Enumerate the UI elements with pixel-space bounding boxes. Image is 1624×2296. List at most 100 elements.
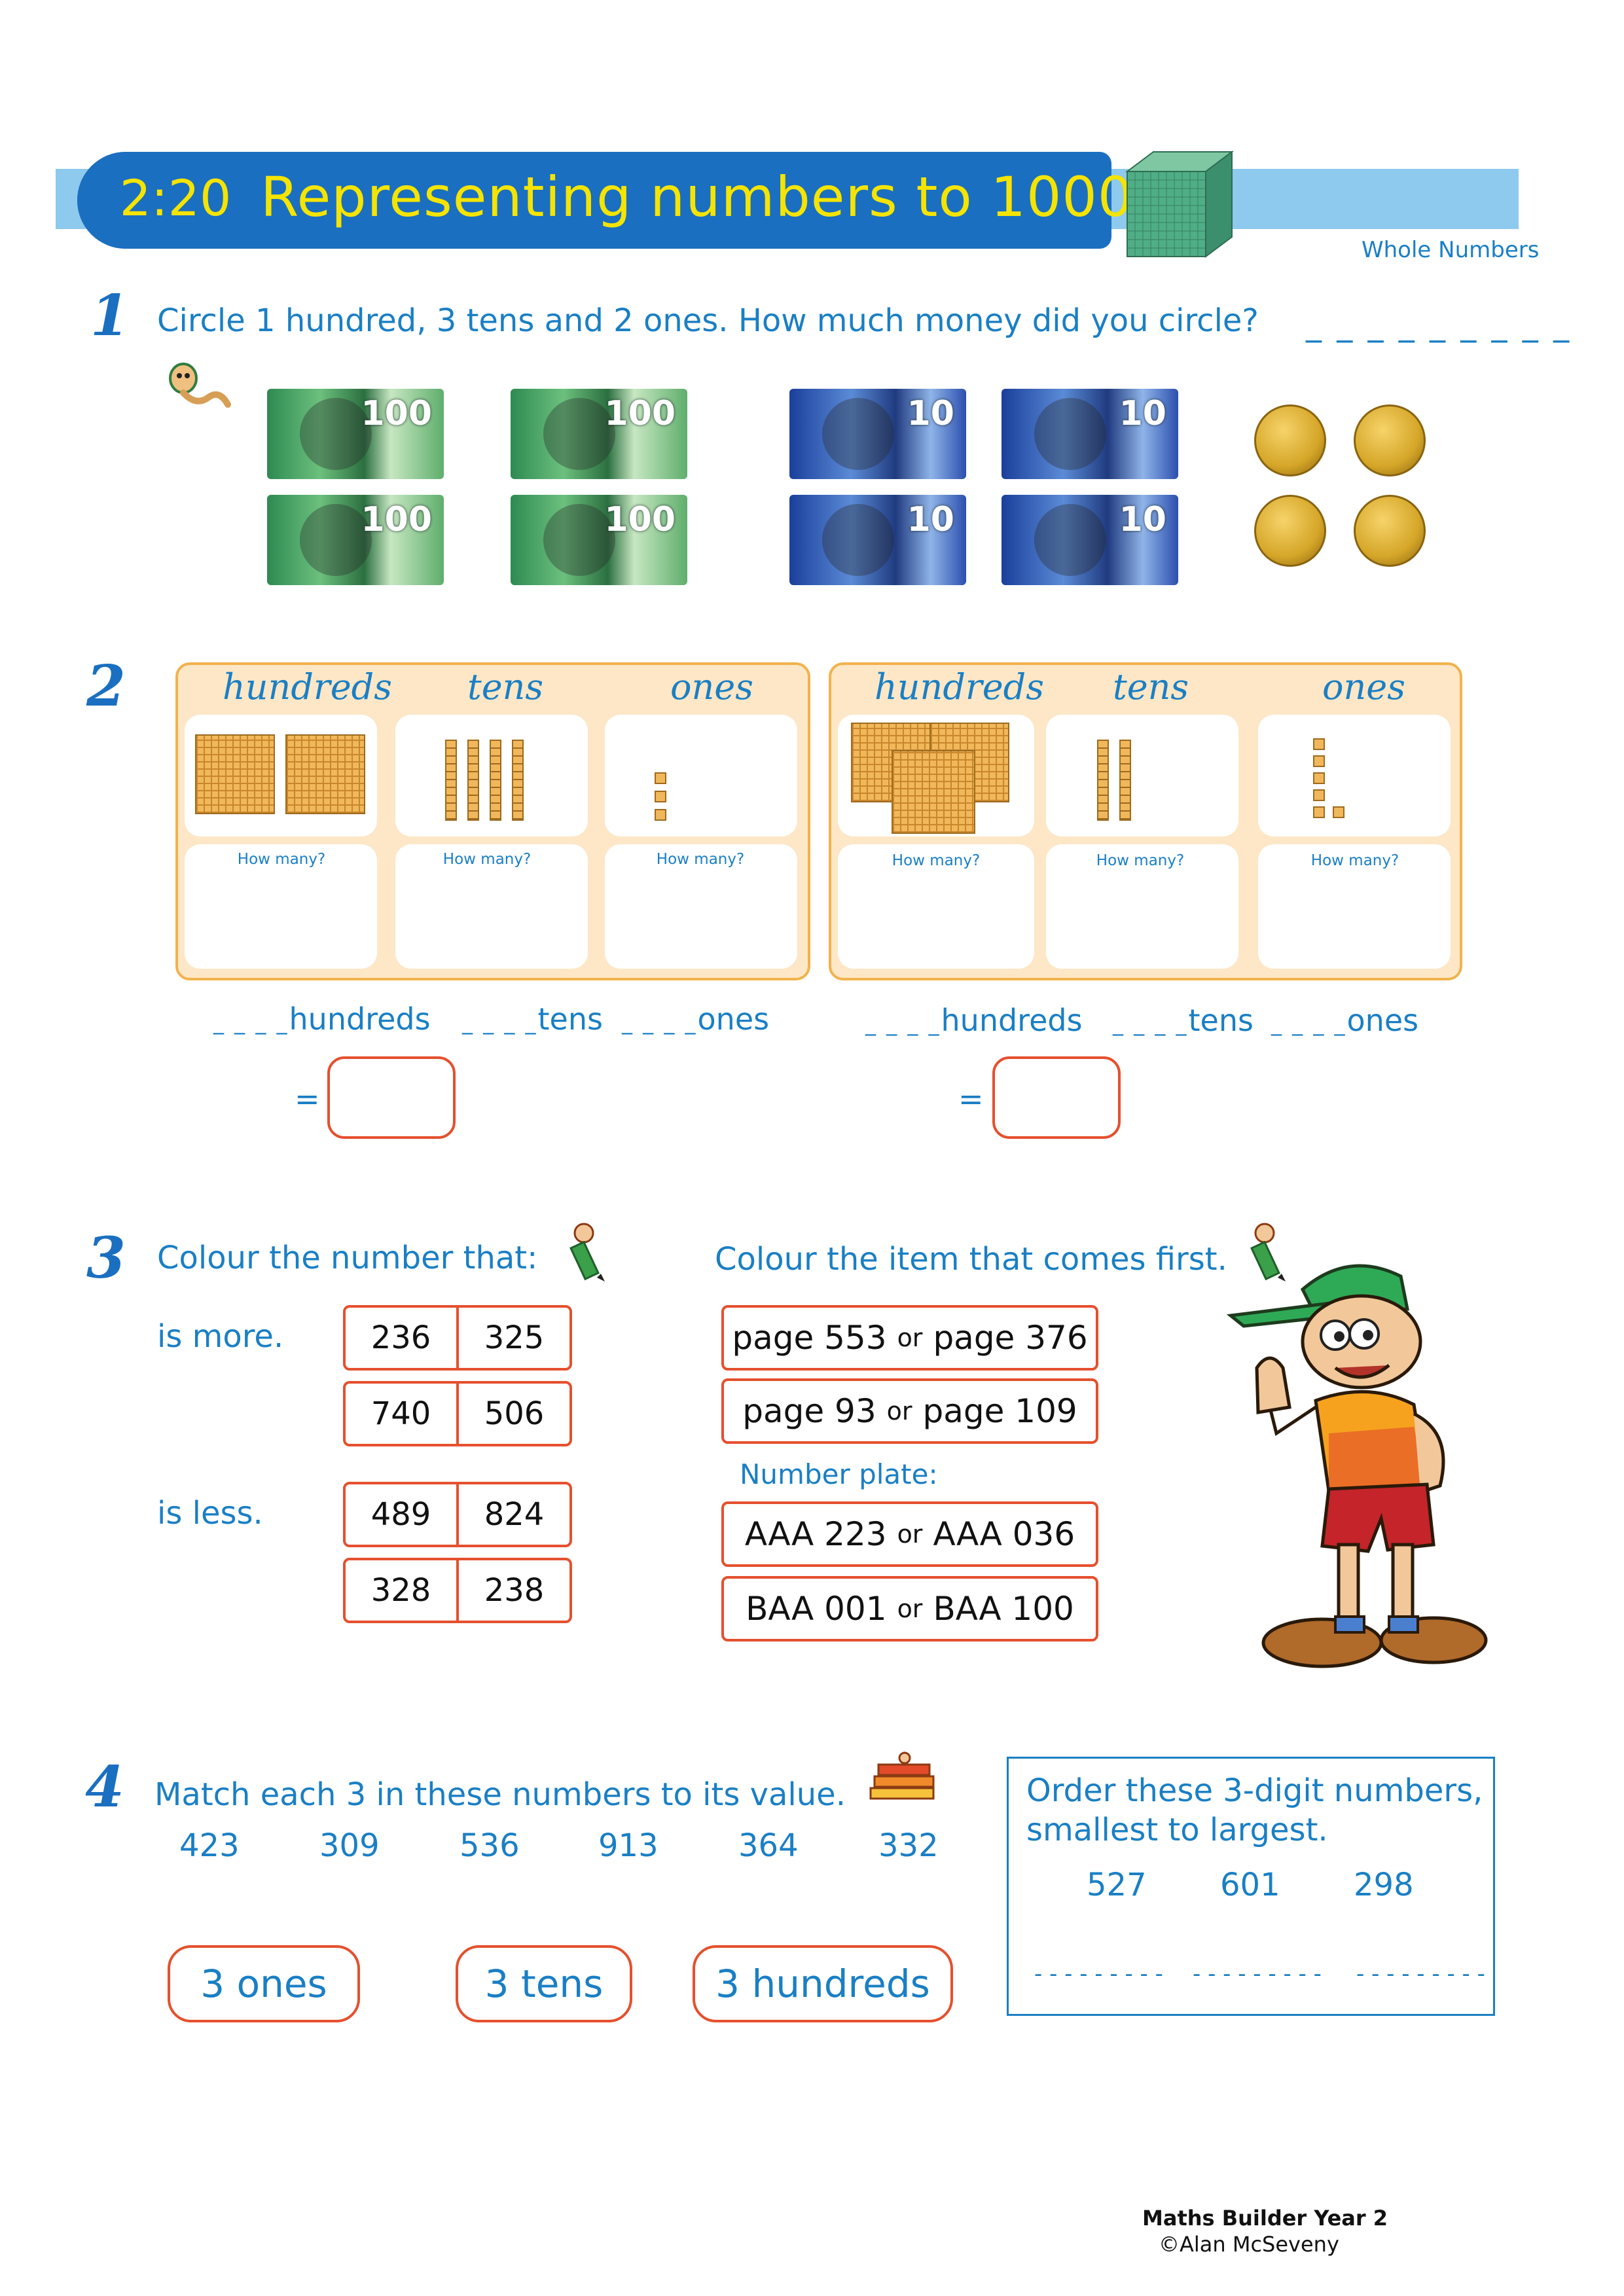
- value-box-hundreds[interactable]: 3 hundreds: [693, 1945, 953, 2022]
- copyright: ©Alan McSeveny: [1159, 2232, 1339, 2257]
- ones-blank[interactable]: _ _ _ _: [622, 1010, 698, 1035]
- heading-ones: ones: [670, 666, 753, 708]
- number-to-match: 364: [738, 1827, 799, 1864]
- hundred-dollar-note[interactable]: 100: [267, 495, 444, 585]
- hundred-dollar-note[interactable]: 100: [511, 495, 687, 585]
- order-answer-blank[interactable]: - - - - - - - - -: [1356, 1961, 1485, 1987]
- number-option[interactable]: 238: [456, 1560, 569, 1621]
- q3-right-heading: Colour the item that comes first.: [715, 1241, 1227, 1278]
- ones-answer-card[interactable]: [1258, 844, 1451, 969]
- ten-rod-block: [1119, 740, 1131, 821]
- heading-hundreds: hundreds: [223, 666, 392, 708]
- plate-a[interactable]: AAA 223: [744, 1515, 887, 1553]
- tens-answer-card[interactable]: [395, 844, 588, 969]
- q3-left-heading: Colour the number that:: [157, 1240, 538, 1276]
- worm-icon: [164, 359, 232, 411]
- how-many-label: How many?: [892, 852, 981, 869]
- number-option[interactable]: 328: [370, 1572, 431, 1609]
- equals-sign: =: [295, 1081, 320, 1117]
- plate-a[interactable]: BAA 001: [746, 1590, 887, 1628]
- value-box-ones[interactable]: 3 ones: [168, 1945, 360, 2022]
- tens-word: tens: [1188, 1003, 1254, 1038]
- plate-b[interactable]: BAA 100: [933, 1590, 1074, 1628]
- number-to-match: 913: [598, 1827, 659, 1864]
- tens-blank[interactable]: _ _ _ _: [1113, 1011, 1189, 1036]
- hundred-dollar-note[interactable]: 100: [511, 389, 687, 479]
- pv-row-1: _ _ _ _hundreds: [213, 1001, 431, 1037]
- value-box-tens[interactable]: 3 tens: [456, 1945, 632, 2022]
- number-option[interactable]: 325: [456, 1308, 569, 1368]
- number-plate-option-1[interactable]: AAA 223 or AAA 036: [721, 1501, 1098, 1567]
- dollar-coin[interactable]: [1254, 404, 1326, 476]
- number-option[interactable]: 236: [370, 1319, 431, 1356]
- item-a[interactable]: page 93: [742, 1392, 876, 1430]
- number-pair-more-2[interactable]: 740 506: [343, 1381, 572, 1446]
- number-pair-less-1[interactable]: 489 824: [343, 1482, 572, 1547]
- one-cube-block: [1313, 738, 1325, 750]
- dollar-coin[interactable]: [1354, 495, 1426, 567]
- how-many-label: How many?: [656, 851, 745, 868]
- ten-rod-block: [490, 740, 501, 821]
- hundred-dollar-note[interactable]: 100: [267, 389, 444, 479]
- hundred-flat-block: [892, 750, 975, 834]
- ten-rod-block: [445, 740, 457, 821]
- heading-hundreds: hundreds: [875, 666, 1044, 708]
- q1-answer-blank[interactable]: _ _ _ _ _ _ _ _ _: [1306, 306, 1572, 343]
- hundreds-blank[interactable]: _ _ _ _: [865, 1011, 941, 1036]
- hundreds-blank[interactable]: _ _ _ _: [213, 1010, 289, 1035]
- number-option[interactable]: 506: [456, 1384, 569, 1444]
- books-icon: [868, 1751, 937, 1808]
- number-pair-less-2[interactable]: 328 238: [343, 1558, 572, 1623]
- number-option[interactable]: 740: [370, 1395, 431, 1432]
- hundreds-answer-card[interactable]: [185, 844, 377, 969]
- page-item-option-1[interactable]: page 553 or page 376: [721, 1305, 1098, 1371]
- item-b[interactable]: page 376: [933, 1319, 1088, 1357]
- order-answer-blank[interactable]: - - - - - - - - -: [1034, 1961, 1163, 1987]
- one-cube-block: [1313, 806, 1325, 818]
- ten-dollar-note[interactable]: 10: [789, 389, 966, 479]
- hundred-flat-block: [195, 734, 275, 814]
- tens-blank[interactable]: _ _ _ _: [462, 1010, 538, 1035]
- ten-dollar-note[interactable]: 10: [789, 495, 966, 585]
- number-option[interactable]: 489: [370, 1496, 431, 1533]
- ten-dollar-note[interactable]: 10: [1001, 495, 1178, 585]
- ordering-title-line-1: Order these 3-digit numbers,: [1026, 1772, 1483, 1809]
- equals-sign: =: [958, 1081, 984, 1117]
- pencil-icon: [1238, 1219, 1297, 1284]
- pv-row-1-ones: _ _ _ _ones: [622, 1001, 769, 1037]
- number-pair-more-1[interactable]: 236 325: [343, 1305, 572, 1371]
- item-a[interactable]: page 553: [732, 1319, 887, 1357]
- number-option[interactable]: 824: [456, 1484, 569, 1545]
- cartoon-boy-illustration: [1218, 1237, 1492, 1682]
- ones-answer-card[interactable]: [605, 844, 797, 969]
- ones-word: ones: [1346, 1003, 1419, 1038]
- or-word: or: [897, 1594, 923, 1623]
- plate-b[interactable]: AAA 036: [933, 1515, 1075, 1553]
- or-word: or: [897, 1520, 923, 1549]
- item-b[interactable]: page 109: [922, 1392, 1077, 1430]
- one-cube-block: [1333, 806, 1344, 818]
- total-answer-box-1[interactable]: [327, 1056, 456, 1139]
- dollar-coin[interactable]: [1254, 495, 1326, 567]
- heading-ones: ones: [1322, 666, 1405, 708]
- total-answer-box-2[interactable]: [992, 1056, 1121, 1139]
- order-answer-blank[interactable]: - - - - - - - - -: [1193, 1961, 1322, 1987]
- number-plate-option-2[interactable]: BAA 001 or BAA 100: [721, 1576, 1098, 1641]
- one-cube-block: [1313, 772, 1325, 784]
- or-word: or: [897, 1323, 923, 1352]
- how-many-label: How many?: [237, 851, 326, 868]
- ones-blank[interactable]: _ _ _ _: [1271, 1011, 1347, 1036]
- hundreds-answer-card[interactable]: [838, 844, 1034, 969]
- question-number-4: 4: [85, 1754, 124, 1820]
- heading-tens: tens: [1113, 666, 1189, 708]
- dollar-coin[interactable]: [1354, 404, 1426, 476]
- ten-rod-block: [512, 740, 524, 821]
- one-cube-block: [1313, 789, 1325, 801]
- question-number-1: 1: [90, 283, 130, 349]
- pv-row-2-ones: _ _ _ _ones: [1271, 1003, 1418, 1038]
- how-many-label: How many?: [1310, 852, 1399, 869]
- tens-answer-card[interactable]: [1046, 844, 1238, 969]
- ten-dollar-note[interactable]: 10: [1001, 389, 1178, 479]
- unit-badge: [77, 152, 261, 249]
